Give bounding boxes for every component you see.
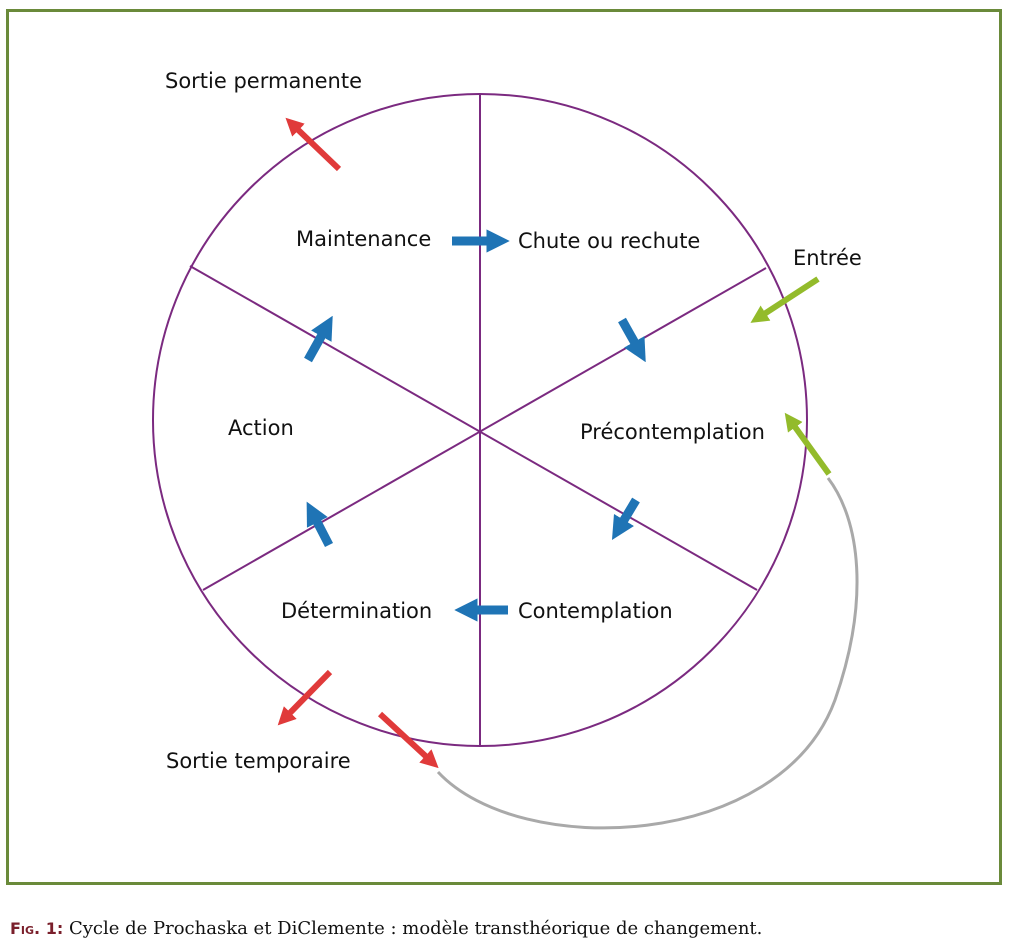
spoke-falling	[189, 265, 758, 591]
label-precontemplation: Précontemplation	[580, 420, 765, 444]
label-maintenance: Maintenance	[296, 227, 431, 251]
label-permanent-exit: Sortie permanente	[165, 69, 362, 93]
arrow-temporary-exit	[277, 669, 333, 726]
arrow-determination-to-action	[306, 501, 334, 548]
spoke-rising	[202, 267, 767, 591]
prochaska-cycle-diagram: Maintenance Chute ou rechute Précontempl…	[152, 69, 862, 830]
return-curve	[436, 477, 859, 830]
arrow-action-to-maintenance	[304, 315, 333, 363]
label-entry: Entrée	[793, 246, 862, 270]
caption-prefix: Fig. 1:	[10, 919, 64, 938]
label-relapse: Chute ou rechute	[518, 229, 700, 253]
caption-text: Cycle de Prochaska et DiClemente : modèl…	[63, 918, 763, 939]
arrow-precontemplation-to-contemplation	[611, 497, 640, 541]
arrow-reentry	[784, 412, 832, 476]
figure-frame	[6, 9, 1002, 885]
arrow-permanent-exit	[285, 117, 342, 172]
label-determination: Détermination	[281, 599, 432, 623]
arrow-entry	[750, 276, 820, 323]
arrow-relapse-exit	[377, 711, 439, 769]
label-temporary-exit: Sortie temporaire	[166, 749, 351, 773]
figure-caption: Fig. 1: Cycle de Prochaska et DiClemente…	[10, 918, 762, 939]
label-contemplation: Contemplation	[518, 599, 673, 623]
label-action: Action	[228, 416, 294, 440]
arrow-relapse-to-precontemplation	[618, 317, 646, 363]
